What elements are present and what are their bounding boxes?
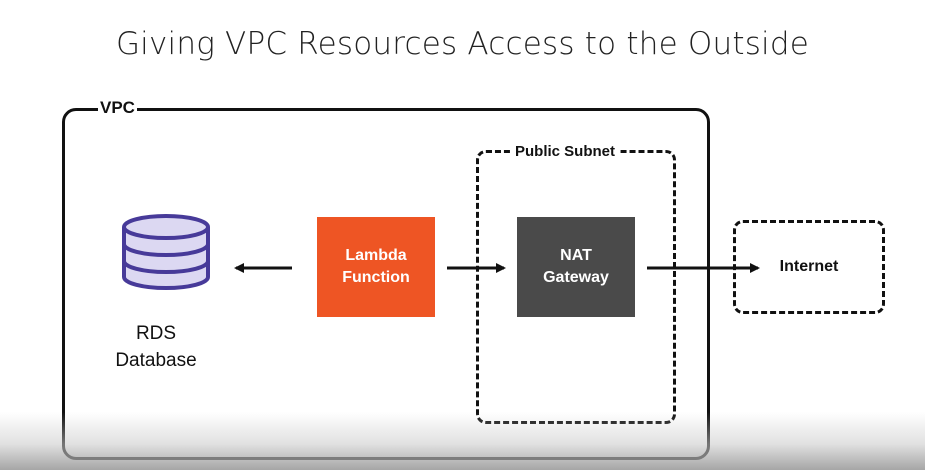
rds-label-line2: Database — [115, 350, 197, 371]
rds-database-label: RDS Database — [96, 320, 216, 374]
nat-gateway-node: NAT Gateway — [517, 217, 635, 317]
lambda-label-line2: Function — [342, 269, 410, 286]
rds-label-line1: RDS — [135, 323, 177, 344]
nat-label-line1: NAT — [560, 247, 592, 264]
internet-label: Internet — [779, 258, 839, 275]
lambda-label-line1: Lambda — [345, 247, 407, 264]
public-subnet-label: Public Subnet — [512, 143, 619, 160]
diagram-title: Giving VPC Resources Access to the Outsi… — [115, 26, 810, 62]
database-icon — [122, 214, 210, 290]
nat-label-line2: Gateway — [543, 269, 609, 286]
lambda-function-node: Lambda Function — [317, 217, 435, 317]
vpc-label: VPC — [98, 98, 137, 118]
